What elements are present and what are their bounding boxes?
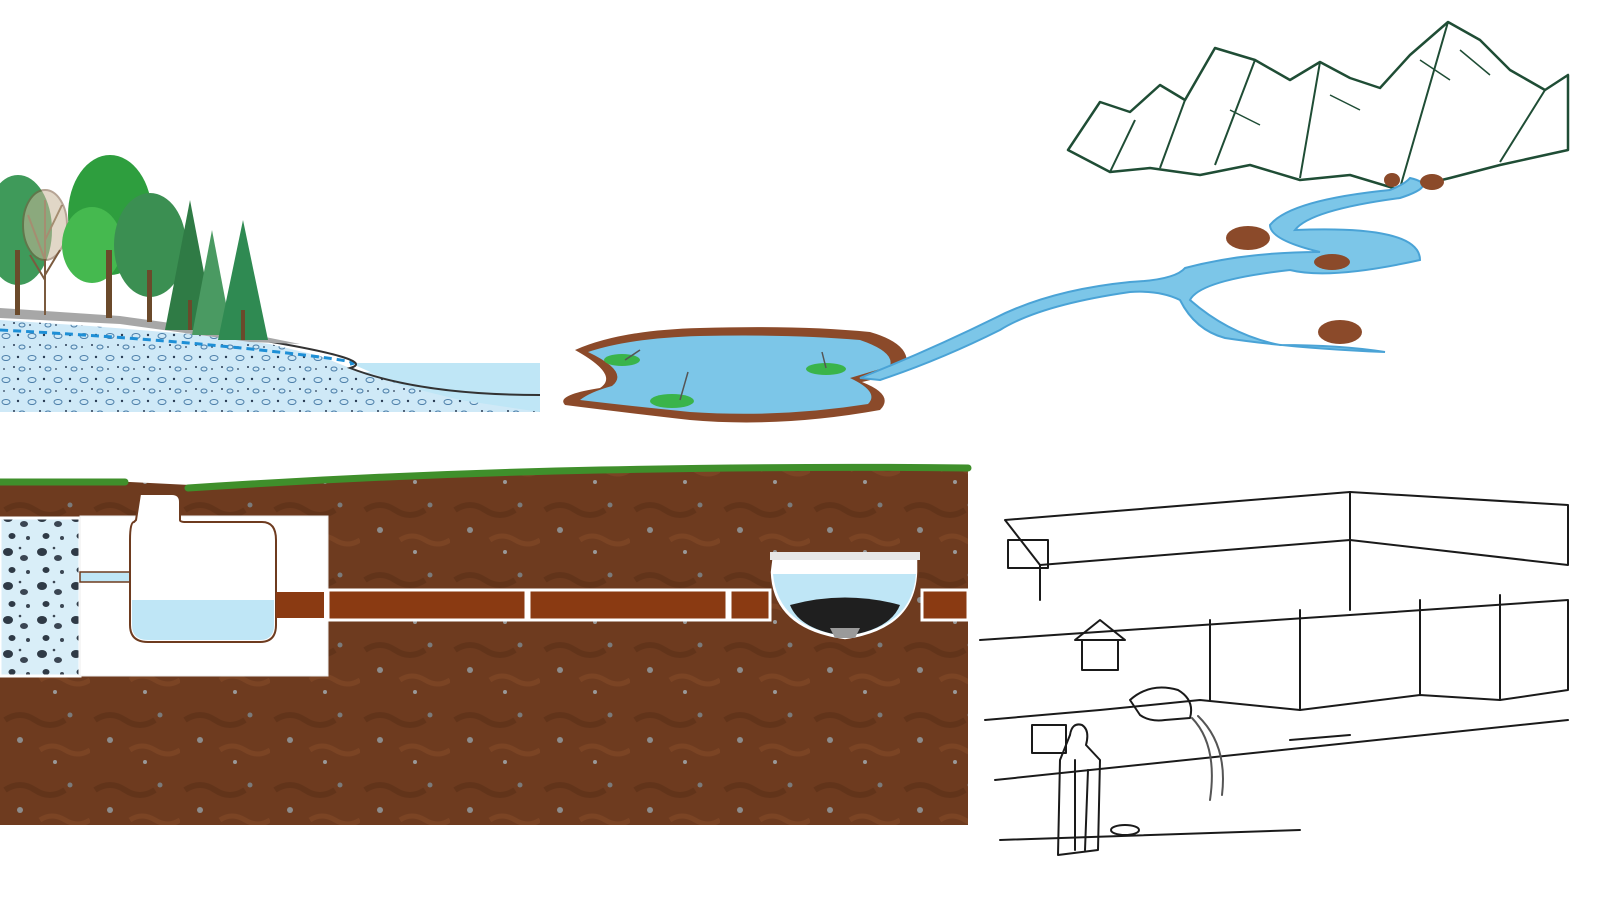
tank-water bbox=[132, 600, 274, 640]
courtyard-floor bbox=[994, 719, 1569, 841]
conifer-tree bbox=[192, 230, 232, 335]
water-table-line bbox=[0, 328, 355, 366]
wall-window bbox=[1007, 539, 1049, 569]
mountain-river-panel bbox=[859, 20, 1570, 382]
gravel-drain-box bbox=[0, 516, 82, 678]
rock bbox=[1420, 174, 1444, 190]
stone-basin bbox=[1110, 824, 1140, 836]
rock bbox=[1226, 226, 1270, 250]
inscription-board bbox=[1031, 724, 1067, 754]
deciduous-tree bbox=[114, 193, 186, 322]
rock bbox=[1384, 173, 1400, 187]
gravel-aquifer bbox=[0, 320, 540, 412]
grass-strip bbox=[0, 463, 972, 492]
pond-water bbox=[580, 335, 891, 414]
courtyard-wall bbox=[979, 599, 1569, 721]
pebble-filter-bowl bbox=[769, 552, 920, 641]
lakeshore-panel bbox=[0, 155, 541, 412]
conifer-tree bbox=[218, 220, 268, 340]
outlet-pipe-short bbox=[276, 592, 324, 618]
lily-pad bbox=[650, 371, 694, 408]
inlet-pipe bbox=[79, 571, 131, 583]
river-rocks bbox=[1226, 173, 1444, 344]
buried-pipe bbox=[326, 588, 970, 622]
lily-pad bbox=[806, 351, 846, 375]
robed-figure bbox=[1057, 723, 1101, 856]
balustrade bbox=[1209, 594, 1501, 711]
shrine-roof bbox=[1074, 619, 1126, 671]
underground-system-panel bbox=[0, 463, 972, 825]
rock bbox=[1318, 320, 1362, 344]
pond-panel bbox=[563, 327, 907, 423]
forest-trees bbox=[0, 155, 268, 340]
rear-wall bbox=[1004, 491, 1569, 566]
stone-fountain-panel bbox=[979, 491, 1569, 856]
stone-spout bbox=[1129, 686, 1193, 722]
mountain-range bbox=[1066, 20, 1570, 192]
river bbox=[859, 176, 1424, 382]
lily-pad bbox=[604, 349, 641, 366]
lake-water bbox=[350, 363, 540, 412]
water-stream bbox=[1191, 715, 1224, 801]
wall-ledge bbox=[1039, 491, 1351, 611]
rock bbox=[1314, 254, 1350, 270]
